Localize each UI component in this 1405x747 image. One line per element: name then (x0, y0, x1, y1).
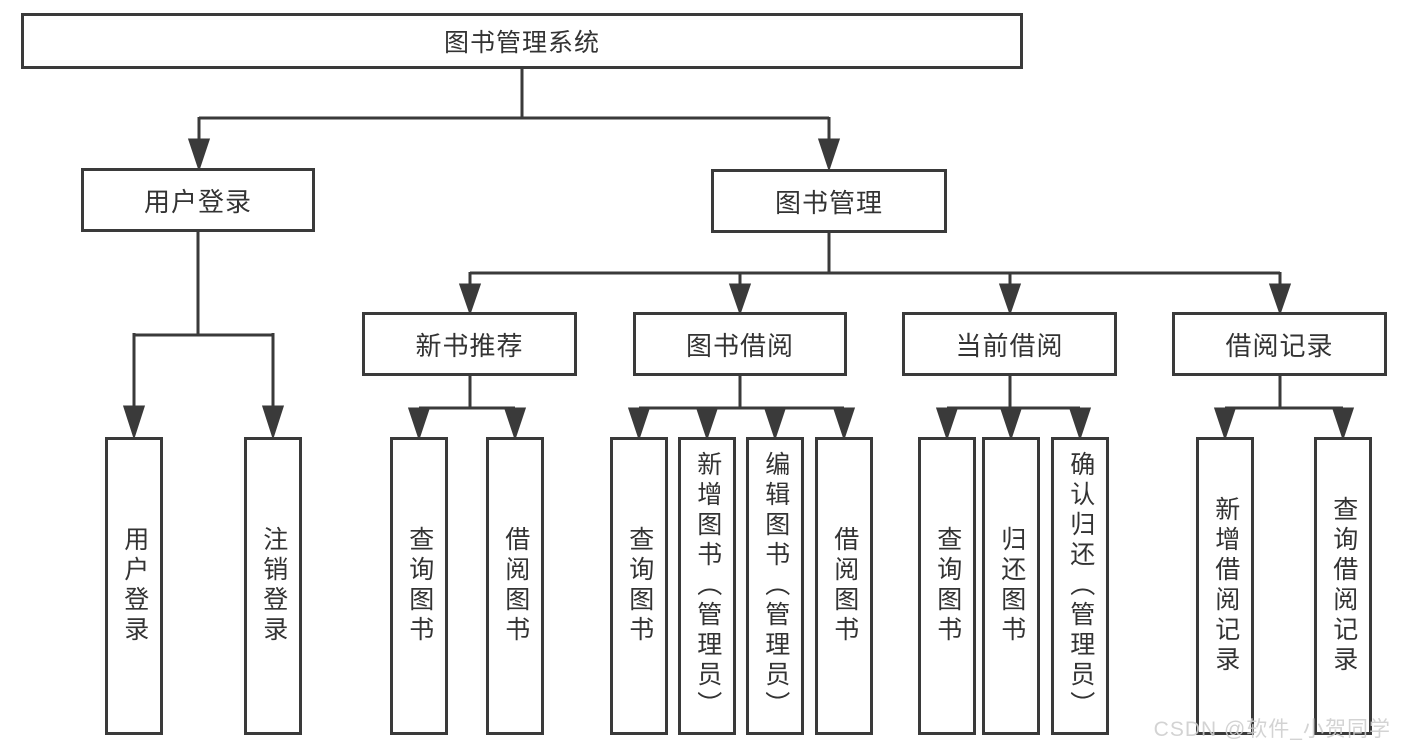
leaf-query-borrow-record: 查询借阅记录 (1314, 437, 1372, 735)
connector-book-borrowing-to-leaves (627, 376, 856, 441)
connector-current-borrowing-to-leaves (935, 376, 1092, 441)
leaf-user-login: 用户登录 (105, 437, 163, 735)
arrowhead (407, 407, 431, 441)
vertical-label: 新增图书（管理员） (693, 451, 722, 721)
leaf-confirm-return-admin: 确认归还（管理员） (1051, 437, 1109, 735)
leaf-edit-book-admin: 编辑图书（管理员） (746, 437, 804, 735)
arrowhead (627, 407, 651, 441)
connector-new-book-recommend-to-leaves (407, 376, 527, 441)
arrowhead (187, 138, 211, 172)
vertical-label: 借阅图书 (830, 526, 859, 646)
arrowhead (1331, 407, 1355, 441)
arrowhead (695, 407, 719, 441)
vertical-label: 注销登录 (259, 526, 288, 646)
arrowhead (458, 283, 482, 316)
leaf-query-books-3: 查询图书 (918, 437, 976, 735)
arrowhead (817, 138, 841, 172)
vertical-label: 查询图书 (933, 526, 962, 646)
node-book-management: 图书管理 (711, 169, 947, 233)
vertical-label: 查询图书 (405, 526, 434, 646)
leaf-add-book-admin: 新增图书（管理员） (678, 437, 736, 735)
node-root: 图书管理系统 (21, 13, 1023, 69)
vertical-label: 查询图书 (625, 526, 654, 646)
vertical-label: 查询借阅记录 (1329, 496, 1358, 676)
vertical-label: 借阅图书 (501, 526, 530, 646)
leaf-borrow-books-1: 借阅图书 (486, 437, 544, 735)
node-book-borrowing: 图书借阅 (633, 312, 847, 376)
arrowhead (1213, 407, 1237, 441)
leaf-query-books-2: 查询图书 (610, 437, 668, 735)
vertical-label: 确认归还（管理员） (1066, 451, 1095, 721)
leaf-add-borrow-record: 新增借阅记录 (1196, 437, 1254, 735)
vertical-label: 编辑图书（管理员） (761, 451, 790, 721)
arrowhead (1068, 407, 1092, 441)
node-borrow-records: 借阅记录 (1172, 312, 1387, 376)
leaf-return-book: 归还图书 (982, 437, 1040, 735)
leaf-logout: 注销登录 (244, 437, 302, 735)
arrowhead (763, 407, 787, 441)
arrowhead (998, 283, 1022, 316)
connector-user-login-to-leaves (122, 232, 285, 440)
connector-root-to-level2 (187, 69, 841, 172)
node-current-borrowing: 当前借阅 (902, 312, 1117, 376)
leaf-borrow-books-2: 借阅图书 (815, 437, 873, 735)
arrowhead (122, 405, 146, 440)
vertical-label: 归还图书 (997, 526, 1026, 646)
node-new-book-recommend: 新书推荐 (362, 312, 577, 376)
arrowhead (1268, 283, 1292, 316)
vertical-label: 新增借阅记录 (1211, 496, 1240, 676)
arrowhead (935, 407, 959, 441)
arrowhead (999, 407, 1023, 441)
leaf-query-books-1: 查询图书 (390, 437, 448, 735)
node-user-login: 用户登录 (81, 168, 315, 232)
vertical-label: 用户登录 (120, 526, 149, 646)
arrowhead (728, 283, 752, 316)
arrowhead (503, 407, 527, 441)
arrowhead (832, 407, 856, 441)
connector-borrow-records-to-leaves (1213, 376, 1355, 441)
arrowhead (261, 405, 285, 440)
connector-book-management-to-level3 (458, 233, 1292, 316)
